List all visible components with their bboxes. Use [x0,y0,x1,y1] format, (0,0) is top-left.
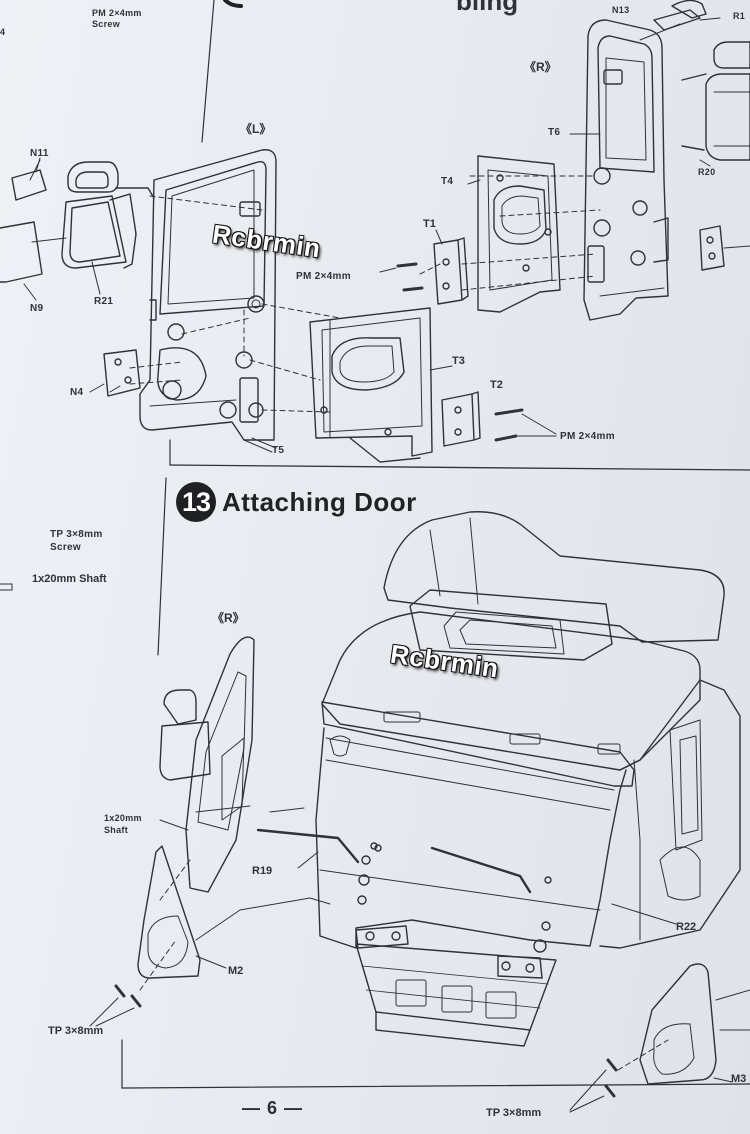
view-label-door-r: 《R》 [212,611,245,625]
assembly-dash-lines-left [129,195,341,413]
side-panel-m2 [137,845,331,979]
part-label-r22: R22 [676,921,697,933]
screw-callout-left: TP 3×8mm [48,1025,104,1037]
part-label-n4: N4 [70,387,84,398]
part-label-t2: T2 [490,379,503,391]
right-hinge [699,225,750,271]
part-label-r20: R20 [698,167,716,177]
part-label-r19: R19 [252,865,273,877]
part-label-t4: T4 [441,176,454,187]
side-panel-m3 [639,963,750,1085]
part-label-n13: N13 [612,5,630,15]
leader-lines-top [35,17,721,449]
truck-cab [315,511,741,953]
screws-t2 [494,408,557,442]
right-mirror-parts [639,0,750,161]
assembly-dash-lines-right [419,175,601,291]
edge-fragment: 4 [0,27,6,37]
part-label-t1: T1 [423,218,436,230]
side-note-tp-screw: TP 3×8mm Screw [50,529,103,553]
side-note-shaft: 1x20mm Shaft [32,573,107,585]
door-panel-t3 [309,307,433,463]
part-label-n9: N9 [30,303,44,314]
step-plate [355,925,557,1047]
bracket-t1 [433,237,469,305]
screw-callout-bottom: TP 3×8mm [486,1107,542,1119]
header-decoration [223,0,243,8]
part-label-r21: R21 [94,296,114,307]
section-frame-lines [0,0,750,1089]
screw-callout-t2: PM 2×4mm [560,431,615,442]
step-header: 13 Attaching Door [176,482,417,522]
door-panel-t4 [477,155,561,313]
bracket-t2 [441,391,481,447]
section-title-fragment: bling [456,0,519,16]
screws-t1 [396,262,424,292]
wipers [256,828,677,925]
leader-lines-bottom [89,807,607,1113]
step-title: Attaching Door [222,486,417,517]
screw-callout-t1: PM 2×4mm [296,271,351,282]
view-label-right: 《R》 [524,60,557,74]
left-mirror-parts [0,159,155,301]
hinge-n4 [89,349,141,397]
view-label-left: 《L》 [240,122,272,136]
dash-lines-bottom [139,859,669,1071]
left-door [139,149,277,453]
part-label-r1: R1 [733,11,746,21]
part-label-t3: T3 [452,355,465,367]
part-label-m2: M2 [228,965,244,977]
tp-screws [114,984,618,1098]
step-number-badge: 13 [176,482,216,522]
part-label-n11: N11 [30,148,49,159]
part-label-m3: M3 [731,1073,747,1085]
part-label-t5: T5 [272,445,285,456]
right-door-t6 [583,19,669,321]
part-label-t6: T6 [548,127,561,138]
open-door-r [159,636,255,893]
screw-spec-note: PM 2×4mm Screw [92,8,142,29]
shaft-callout: 1x20mm Shaft [104,813,142,835]
page-number: — 6 — [242,1098,304,1118]
